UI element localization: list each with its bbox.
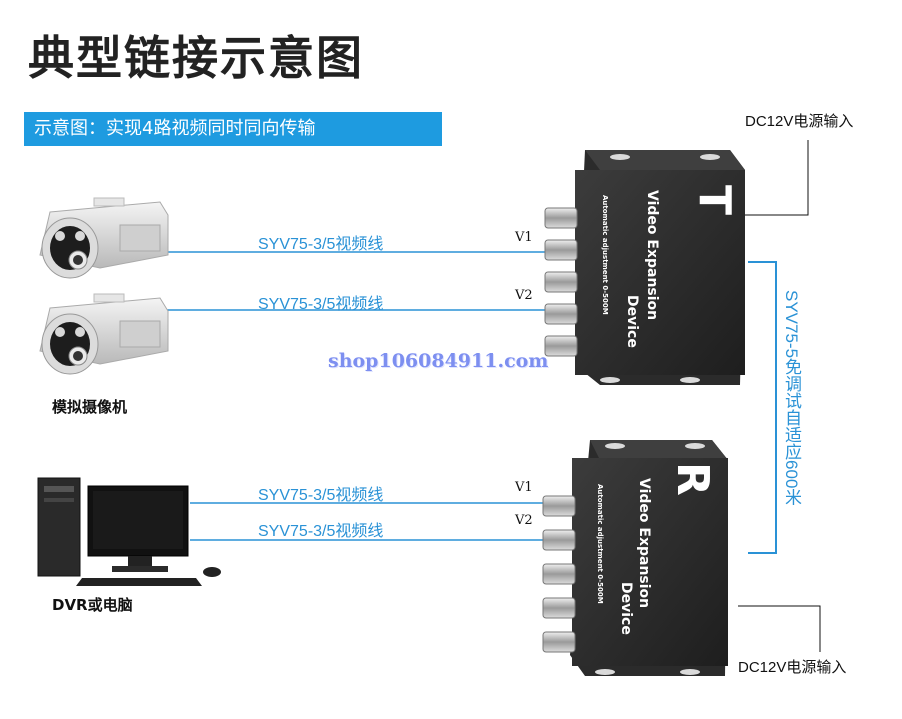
- receiver-device: [542, 440, 728, 676]
- receiver-letter: R: [667, 462, 718, 496]
- page-title: 典型链接示意图: [28, 31, 364, 85]
- receiver-name-line1: Video Expansion: [636, 478, 652, 608]
- transmitter-name-line1: Video Expansion: [644, 190, 660, 320]
- computer-dvr: [37, 477, 221, 586]
- power-leader-bottom: [738, 605, 821, 652]
- transmitter-spec: Automatic adjustment 0-500M: [601, 195, 609, 315]
- receiver-name-line2: Device: [618, 582, 634, 635]
- camera-1: [39, 197, 169, 279]
- transmitter-name-line2: Device: [624, 295, 640, 348]
- cable-label-cam1: SYV75-3/5视频线: [258, 236, 384, 253]
- channel-label-r-v2: V2: [515, 513, 533, 528]
- dvr-caption: DVR或电脑: [52, 596, 133, 614]
- transmitter-letter: T: [689, 185, 740, 215]
- transmitter-device: [544, 150, 745, 385]
- cable-label-cam2: SYV75-3/5视频线: [258, 296, 384, 313]
- camera-caption: 模拟摄像机: [52, 398, 128, 416]
- diagram-banner: 示意图：实现4路视频同时同向传输: [24, 112, 442, 146]
- channel-label-r-v1: V1: [515, 480, 533, 495]
- link-bracket: [748, 261, 777, 554]
- channel-label-t-v2: V2: [515, 288, 533, 303]
- transmitter-labels: T Video Expansion Device Automatic adjus…: [601, 185, 740, 348]
- cable-label-dvr2: SYV75-3/5视频线: [258, 523, 384, 540]
- power-leader-top: [720, 140, 809, 216]
- watermark-text: shop106084911.com: [328, 350, 549, 372]
- camera-2: [39, 293, 169, 375]
- power-label-top: DC12V电源输入: [745, 113, 854, 130]
- link-distance-label: SYV75-5免调试自适应600米: [782, 290, 801, 506]
- power-label-bottom: DC12V电源输入: [738, 659, 847, 676]
- receiver-labels: R Video Expansion Device Automatic adjus…: [596, 462, 718, 635]
- channel-label-t-v1: V1: [515, 230, 533, 245]
- receiver-spec: Automatic adjustment 0-500M: [596, 484, 604, 604]
- cable-label-dvr1: SYV75-3/5视频线: [258, 487, 384, 504]
